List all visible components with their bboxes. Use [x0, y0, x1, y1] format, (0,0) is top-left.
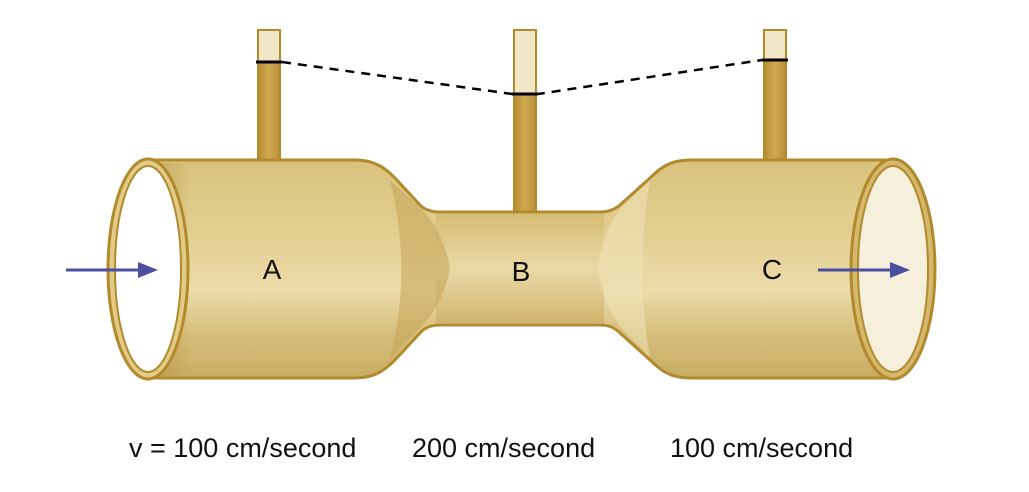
inflow-arrow [66, 262, 158, 278]
manometer-tube-c [762, 29, 788, 171]
velocity-label-c: 100 cm/second [670, 433, 853, 463]
section-label-b: B [512, 256, 531, 287]
manometer-tube-a [256, 29, 282, 171]
manometer-tube-b [512, 29, 538, 220]
velocity-label-b: 200 cm/second [412, 433, 595, 463]
velocity-label-a: v = 100 cm/second [129, 433, 356, 463]
section-label-c: C [762, 254, 782, 285]
pressure-dashed-line [281, 58, 763, 96]
outflow-arrow [818, 262, 910, 278]
section-label-a: A [263, 254, 282, 285]
